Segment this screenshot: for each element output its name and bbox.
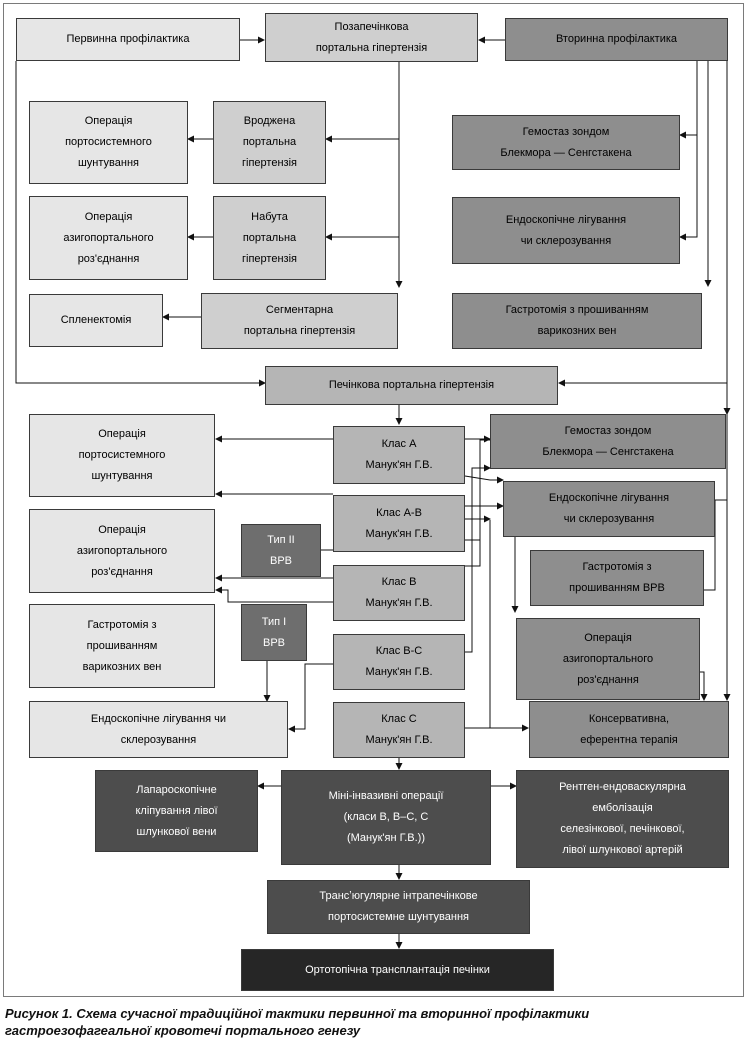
hemostasis-mid-box: Гемостаз зондом Блекмора — Сенгстакена [490, 414, 726, 469]
splenectomy-box: Спленектомія [29, 294, 163, 347]
op-azygoportal-top-box: Операція азигопортального роз'єднання [29, 196, 188, 280]
primary-prevention-box: Первинна профілактика [16, 18, 240, 61]
type-1-vrv-tag: Тип І ВРВ [241, 604, 307, 661]
caption-line-2: гастроезофагеальної кровотечі портальног… [5, 1023, 361, 1038]
figure-frame [3, 3, 744, 997]
mini-invasive-box: Міні-інвазивні операції (класи В, В–С, С… [281, 770, 491, 865]
type-2-vrv-tag: Тип ІІ ВРВ [241, 524, 321, 577]
op-portosystemic-top-box: Операція портосистемного шунтування [29, 101, 188, 184]
conservative-therapy-box: Консервативна, еферентна терапія [529, 701, 729, 758]
extrahepatic-label: Позапечінкова портальна гіпертензія [315, 20, 428, 54]
liver-transplant-box: Ортотопічна трансплантація печінки [241, 949, 554, 991]
op-azygoportal-mid-box: Операція азигопортального роз'єднання [29, 509, 215, 593]
secondary-prevention-box: Вторинна профілактика [505, 18, 728, 61]
gastrotomy-top-box: Гастротомія з прошиванням варикозних вен [452, 293, 702, 349]
figure-caption: Рисунок 1. Схема сучасної традиційної та… [5, 1005, 745, 1039]
gastrotomy-left-box: Гастротомія з прошиванням варикозних вен [29, 604, 215, 688]
primary-prevention-label: Первинна профілактика [66, 33, 190, 45]
class-ab-box: Клас А-В Манук'ян Г.В. [333, 495, 465, 552]
xray-embolization-box: Рентген-ендоваскулярна емболізація селез… [516, 770, 729, 868]
connector-lines [15, 36, 731, 949]
op-azygoportal-right-box: Операція азигопортального роз'єднання [516, 618, 700, 700]
congenital-hypertension-box: Вроджена портальна гіпертензія [213, 101, 326, 184]
class-bc-box: Клас В-С Манук'ян Г.В. [333, 634, 465, 690]
caption-line-1: Рисунок 1. Схема сучасної традиційної та… [5, 1006, 590, 1021]
segmental-hypertension-box: Сегментарна портальна гіпертензія [201, 293, 398, 349]
acquired-hypertension-box: Набута портальна гіпертензія [213, 196, 326, 280]
hemostasis-top-box: Гемостаз зондом Блекмора — Сенгстакена [452, 115, 680, 170]
secondary-prevention-label: Вторинна профілактика [555, 33, 678, 45]
extrahepatic-portal-hypertension-box: Позапечінкова портальна гіпертензія [265, 13, 478, 62]
class-a-box: Клас А Манук'ян Г.В. [333, 426, 465, 484]
laparoscopic-clipping-box: Лапароскопічне кліпування лівої шлунково… [95, 770, 258, 852]
endoscopic-top-box: Ендоскопічне лігування чи склерозування [452, 197, 680, 264]
class-b-box: Клас В Манук'ян Г.В. [333, 565, 465, 621]
endoscopic-bottom-box: Ендоскопічне лігування чи склерозування [29, 701, 288, 758]
gastrotomy-vrv-box: Гастротомія з прошиванням ВРВ [530, 550, 704, 606]
endoscopic-mid-box: Ендоскопічне лігування чи склерозування [503, 481, 715, 537]
op-portosystemic-mid-box: Операція портосистемного шунтування [29, 414, 215, 497]
tips-box: Трансʼюгулярне інтрапечінкове портосисте… [267, 880, 530, 934]
hepatic-portal-hypertension-box: Печінкова портальна гіпертензія [265, 366, 558, 405]
class-c-box: Клас С Манук'ян Г.В. [333, 702, 465, 758]
